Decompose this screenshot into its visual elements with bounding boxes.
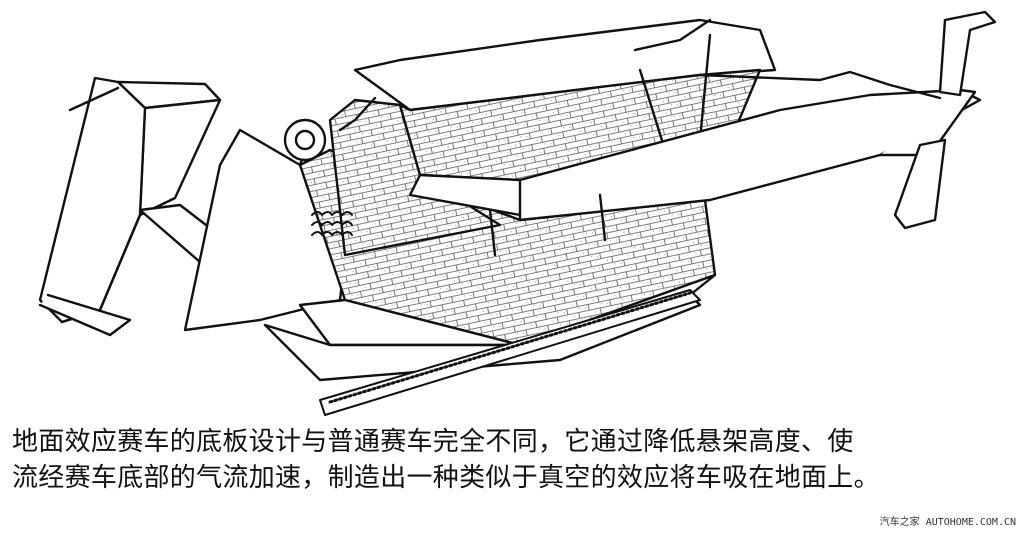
watermark: 汽车之家 AUTOHOME.COM.CN bbox=[879, 517, 1016, 528]
nose-body bbox=[488, 70, 982, 257]
suspension-spring bbox=[311, 211, 353, 236]
caption: 地面效应赛车的底板设计与普通赛车完全不同，它通过降低悬架高度、使 流经赛车底部的… bbox=[12, 424, 1016, 496]
caption-line-2: 流经赛车底部的气流加速，制造出一种类似于真空的效应将车吸在地面上。 bbox=[12, 463, 880, 493]
caption-line-1: 地面效应赛车的底板设计与普通赛车完全不同，它通过降低悬架高度、使 bbox=[12, 427, 854, 457]
front-wing bbox=[893, 10, 997, 230]
ground-effect-car-illustration bbox=[38, 10, 997, 416]
rear-wing bbox=[38, 76, 222, 337]
